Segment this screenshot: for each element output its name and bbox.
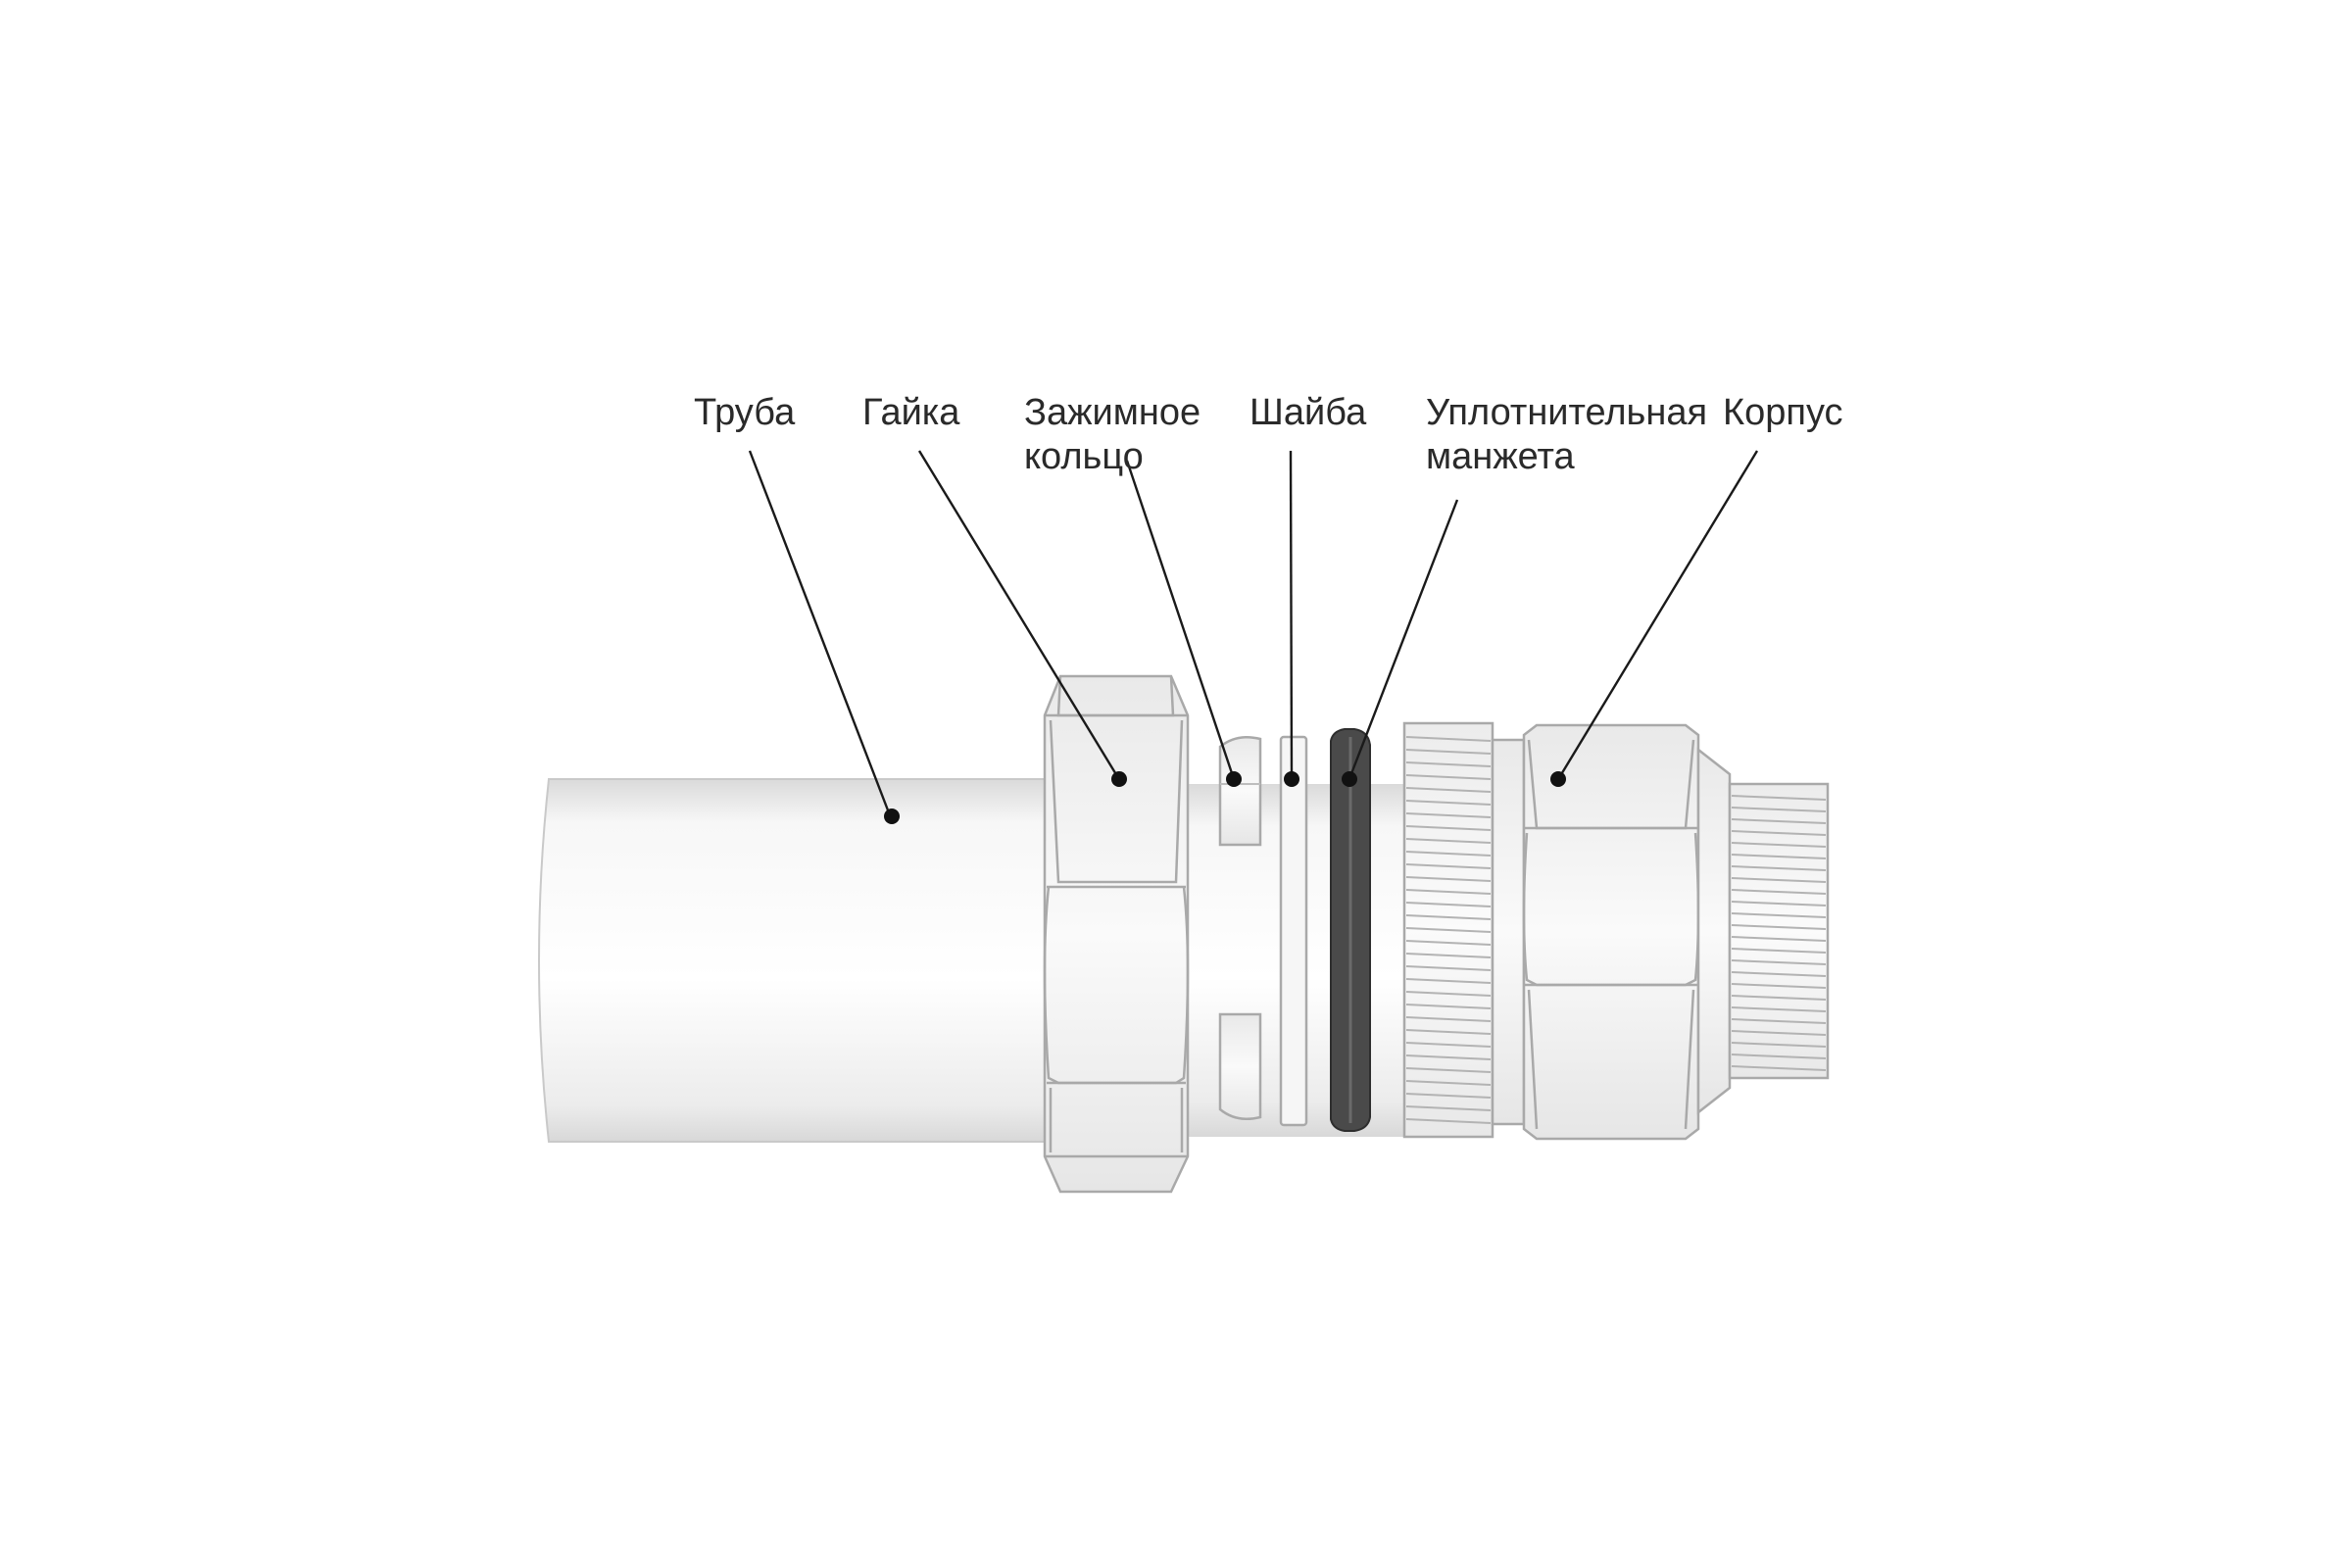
thread-line — [1405, 1004, 1492, 1009]
label-seal-line1: Уплотнительная — [1426, 392, 1707, 433]
thread-line — [1731, 1065, 1827, 1071]
thread-line — [1405, 914, 1492, 920]
thread-line — [1731, 983, 1827, 989]
thread-line — [1405, 838, 1492, 844]
leader-seal-cuff — [1342, 499, 1459, 787]
thread-line — [1405, 800, 1492, 806]
leader-pipe — [748, 450, 900, 824]
thread-line — [1731, 865, 1827, 871]
seal-cuff — [1330, 728, 1371, 1132]
right-thread-lines — [1731, 795, 1827, 1071]
thread-line — [1405, 978, 1492, 984]
thread-line — [1731, 912, 1827, 918]
label-clamp-ring-line2: кольцо — [1024, 436, 1144, 477]
thread-line — [1731, 842, 1827, 848]
label-body: Корпус — [1723, 392, 1843, 433]
thread-line — [1731, 830, 1827, 836]
thread-line — [1405, 812, 1492, 818]
thread-line — [1405, 825, 1492, 831]
thread-line — [1731, 924, 1827, 930]
thread-line — [1405, 863, 1492, 869]
thread-line — [1405, 851, 1492, 857]
left-thread-lines — [1405, 736, 1492, 1124]
thread-line — [1405, 1118, 1492, 1124]
leader-nut — [917, 450, 1127, 787]
thread-line — [1405, 736, 1492, 742]
thread-line — [1731, 889, 1827, 895]
thread-line — [1731, 948, 1827, 954]
thread-line — [1405, 749, 1492, 755]
leader-body — [1550, 450, 1759, 787]
thread-line — [1731, 1006, 1827, 1012]
thread-line — [1731, 995, 1827, 1001]
label-clamp-ring-line1: Зажимное — [1024, 392, 1200, 433]
label-seal-line2: манжета — [1426, 436, 1576, 477]
thread-line — [1405, 761, 1492, 767]
washer — [1279, 735, 1308, 1127]
thread-line — [1405, 902, 1492, 907]
thread-line — [1405, 774, 1492, 780]
thread-line — [1405, 940, 1492, 946]
fitting-body — [1402, 721, 1830, 1141]
label-pipe: Труба — [694, 392, 796, 433]
thread-line — [1731, 854, 1827, 859]
thread-line — [1731, 971, 1827, 977]
thread-line — [1731, 795, 1827, 801]
leader-clamp-ring — [1125, 460, 1242, 787]
thread-line — [1405, 1054, 1492, 1060]
thread-line — [1405, 1105, 1492, 1111]
thread-line — [1731, 1054, 1827, 1059]
thread-line — [1731, 1018, 1827, 1024]
nut — [1043, 674, 1190, 1194]
thread-line — [1405, 787, 1492, 793]
leader-washer — [1284, 450, 1299, 787]
thread-line — [1731, 936, 1827, 942]
thread-line — [1405, 1029, 1492, 1035]
thread-line — [1731, 818, 1827, 824]
thread-line — [1405, 1080, 1492, 1086]
thread-line — [1405, 1093, 1492, 1099]
label-washer: Шайба — [1250, 392, 1367, 433]
thread-line — [1405, 1067, 1492, 1073]
thread-line — [1405, 876, 1492, 882]
thread-line — [1731, 901, 1827, 906]
label-nut: Гайка — [862, 392, 960, 433]
thread-line — [1731, 877, 1827, 883]
clamp-ring — [1218, 736, 1262, 1120]
thread-line — [1405, 1042, 1492, 1048]
thread-line — [1405, 991, 1492, 997]
thread-line — [1405, 1016, 1492, 1022]
thread-line — [1405, 927, 1492, 933]
thread-line — [1731, 807, 1827, 812]
thread-line — [1731, 1042, 1827, 1048]
thread-line — [1405, 953, 1492, 958]
thread-line — [1731, 1030, 1827, 1036]
thread-line — [1405, 965, 1492, 971]
thread-line — [1731, 959, 1827, 965]
thread-line — [1405, 889, 1492, 895]
